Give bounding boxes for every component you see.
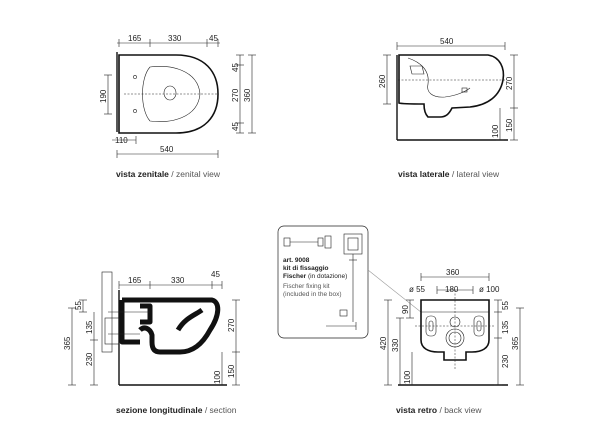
fixing-kit-en-line2: (included in the box) [283, 291, 342, 298]
zenital-dim-330: 330 [168, 34, 182, 43]
zenital-drain [163, 85, 177, 101]
back-caption: vista retro / back view [396, 405, 482, 415]
section-view: 165 330 45 55 135 365 230 270 100 150 se… [63, 270, 240, 415]
fixing-kit-article: art. 9008 [283, 257, 310, 264]
zenital-dim-540: 540 [160, 145, 174, 154]
section-drain-connector [104, 317, 120, 345]
back-slot-right [473, 315, 485, 337]
lateral-dim-270: 270 [505, 76, 514, 90]
lateral-dim-150: 150 [505, 118, 514, 132]
section-dim-100: 100 [213, 370, 222, 384]
lateral-body-outline [398, 54, 505, 118]
section-dim-135: 135 [85, 320, 94, 334]
back-dim-180: 180 [445, 285, 459, 294]
section-dim-165: 165 [128, 276, 142, 285]
zenital-hole-bottom [133, 109, 137, 113]
back-dim-55: 55 [501, 301, 510, 310]
lateral-inner-trap [407, 57, 471, 98]
back-dim-360: 360 [446, 268, 460, 277]
zenital-dim-360: 360 [243, 88, 252, 102]
section-dim-270: 270 [227, 318, 236, 332]
back-dim-dia-100: ø 100 [479, 285, 500, 294]
section-ceramic-profile [122, 297, 221, 355]
section-dim-365: 365 [63, 336, 72, 350]
section-dim-45: 45 [211, 270, 220, 279]
zenital-dim-165: 165 [128, 34, 142, 43]
lateral-dim-540: 540 [440, 37, 454, 46]
fixing-kit-en-line1: Fischer fixing kit [283, 283, 330, 290]
section-dim-55: 55 [74, 301, 83, 310]
zenital-dim-270: 270 [231, 88, 240, 102]
zenital-caption: vista zenitale / zenital view [116, 169, 221, 179]
back-dim-100: 100 [403, 370, 412, 384]
back-dim-dia-55: ø 55 [409, 285, 426, 294]
fixing-kit-title-line2: Fischer (in dotazione) [283, 273, 347, 280]
zenital-dim-45-bottom: 45 [231, 122, 240, 131]
zenital-dim-190: 190 [99, 89, 108, 103]
back-dim-135: 135 [501, 320, 510, 334]
section-caption: sezione longitudinale / section [116, 405, 237, 415]
zenital-bowl-outline [118, 54, 219, 134]
fixing-kit-detail: art. 9008 kit di fissaggio Fischer (in d… [277, 225, 437, 339]
zenital-hole-top [133, 75, 137, 79]
zenital-bowl-inner [142, 66, 201, 122]
section-dim-230: 230 [85, 352, 94, 366]
zenital-dim-110: 110 [115, 136, 128, 145]
back-dim-330: 330 [391, 338, 400, 352]
back-dim-365: 365 [511, 336, 520, 350]
back-dim-90: 90 [401, 305, 410, 314]
fixing-kit-title-line1: kit di fissaggio [283, 265, 329, 272]
lateral-dim-260: 260 [378, 74, 387, 88]
zenital-dim-45-top: 45 [231, 63, 240, 72]
section-dim-150: 150 [227, 364, 236, 378]
zenital-dim-45: 45 [209, 34, 218, 43]
back-dim-420: 420 [379, 336, 388, 350]
section-dim-330: 330 [171, 276, 185, 285]
zenital-view: 165 330 45 190 45 270 360 45 110 540 vis… [99, 34, 256, 179]
lateral-view: 540 260 270 100 150 vista laterale / lat… [378, 37, 518, 179]
back-view: 360 ø 55 180 ø 100 90 420 330 100 55 135… [379, 268, 524, 415]
back-dim-230: 230 [501, 354, 510, 368]
lateral-caption: vista laterale / lateral view [398, 169, 500, 179]
lateral-dim-100: 100 [491, 124, 500, 138]
